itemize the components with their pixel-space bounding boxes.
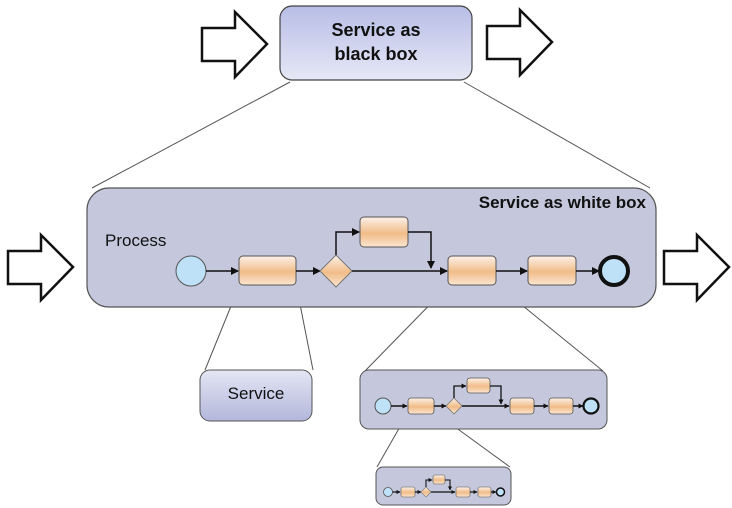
black-box-service[interactable]: [279, 5, 473, 81]
process-label: Process: [105, 231, 167, 250]
task[interactable]: [527, 255, 577, 286]
start-event: [383, 487, 393, 497]
subprocess-level-2-flow: [383, 474, 506, 498]
gateway: [420, 486, 432, 498]
task: [477, 486, 492, 498]
task[interactable]: [359, 216, 409, 248]
task: [509, 397, 535, 415]
task: [466, 377, 491, 394]
white-box-title: Service as white box: [478, 193, 646, 212]
black-box-title-line1: Service as: [331, 20, 421, 40]
end-event: [495, 487, 506, 497]
task[interactable]: [447, 255, 497, 286]
end-event[interactable]: [598, 255, 630, 287]
service-label: Service: [227, 384, 285, 403]
task: [432, 474, 446, 485]
main-process: [175, 216, 630, 288]
task: [400, 486, 416, 498]
start-event[interactable]: [175, 255, 207, 287]
end-event: [582, 397, 600, 415]
black-box-title: Service as black box: [280, 18, 472, 66]
output-arrow-icon: [662, 231, 731, 304]
output-arrow-icon: [485, 6, 554, 79]
connector-line: [91, 81, 291, 189]
start-event: [374, 397, 392, 415]
task[interactable]: [238, 255, 297, 286]
black-box-title-line2: black box: [334, 44, 418, 64]
connector-line: [463, 81, 651, 189]
gateway: [445, 397, 463, 415]
gateway[interactable]: [319, 254, 353, 288]
service-box[interactable]: [199, 369, 313, 422]
task: [548, 397, 574, 415]
subprocess-level-2: [375, 466, 512, 506]
input-arrow-icon: [200, 8, 269, 81]
task: [455, 486, 471, 498]
input-arrow-icon: [6, 231, 75, 304]
subprocess-level-1-flow: [374, 377, 600, 415]
task: [407, 397, 435, 415]
